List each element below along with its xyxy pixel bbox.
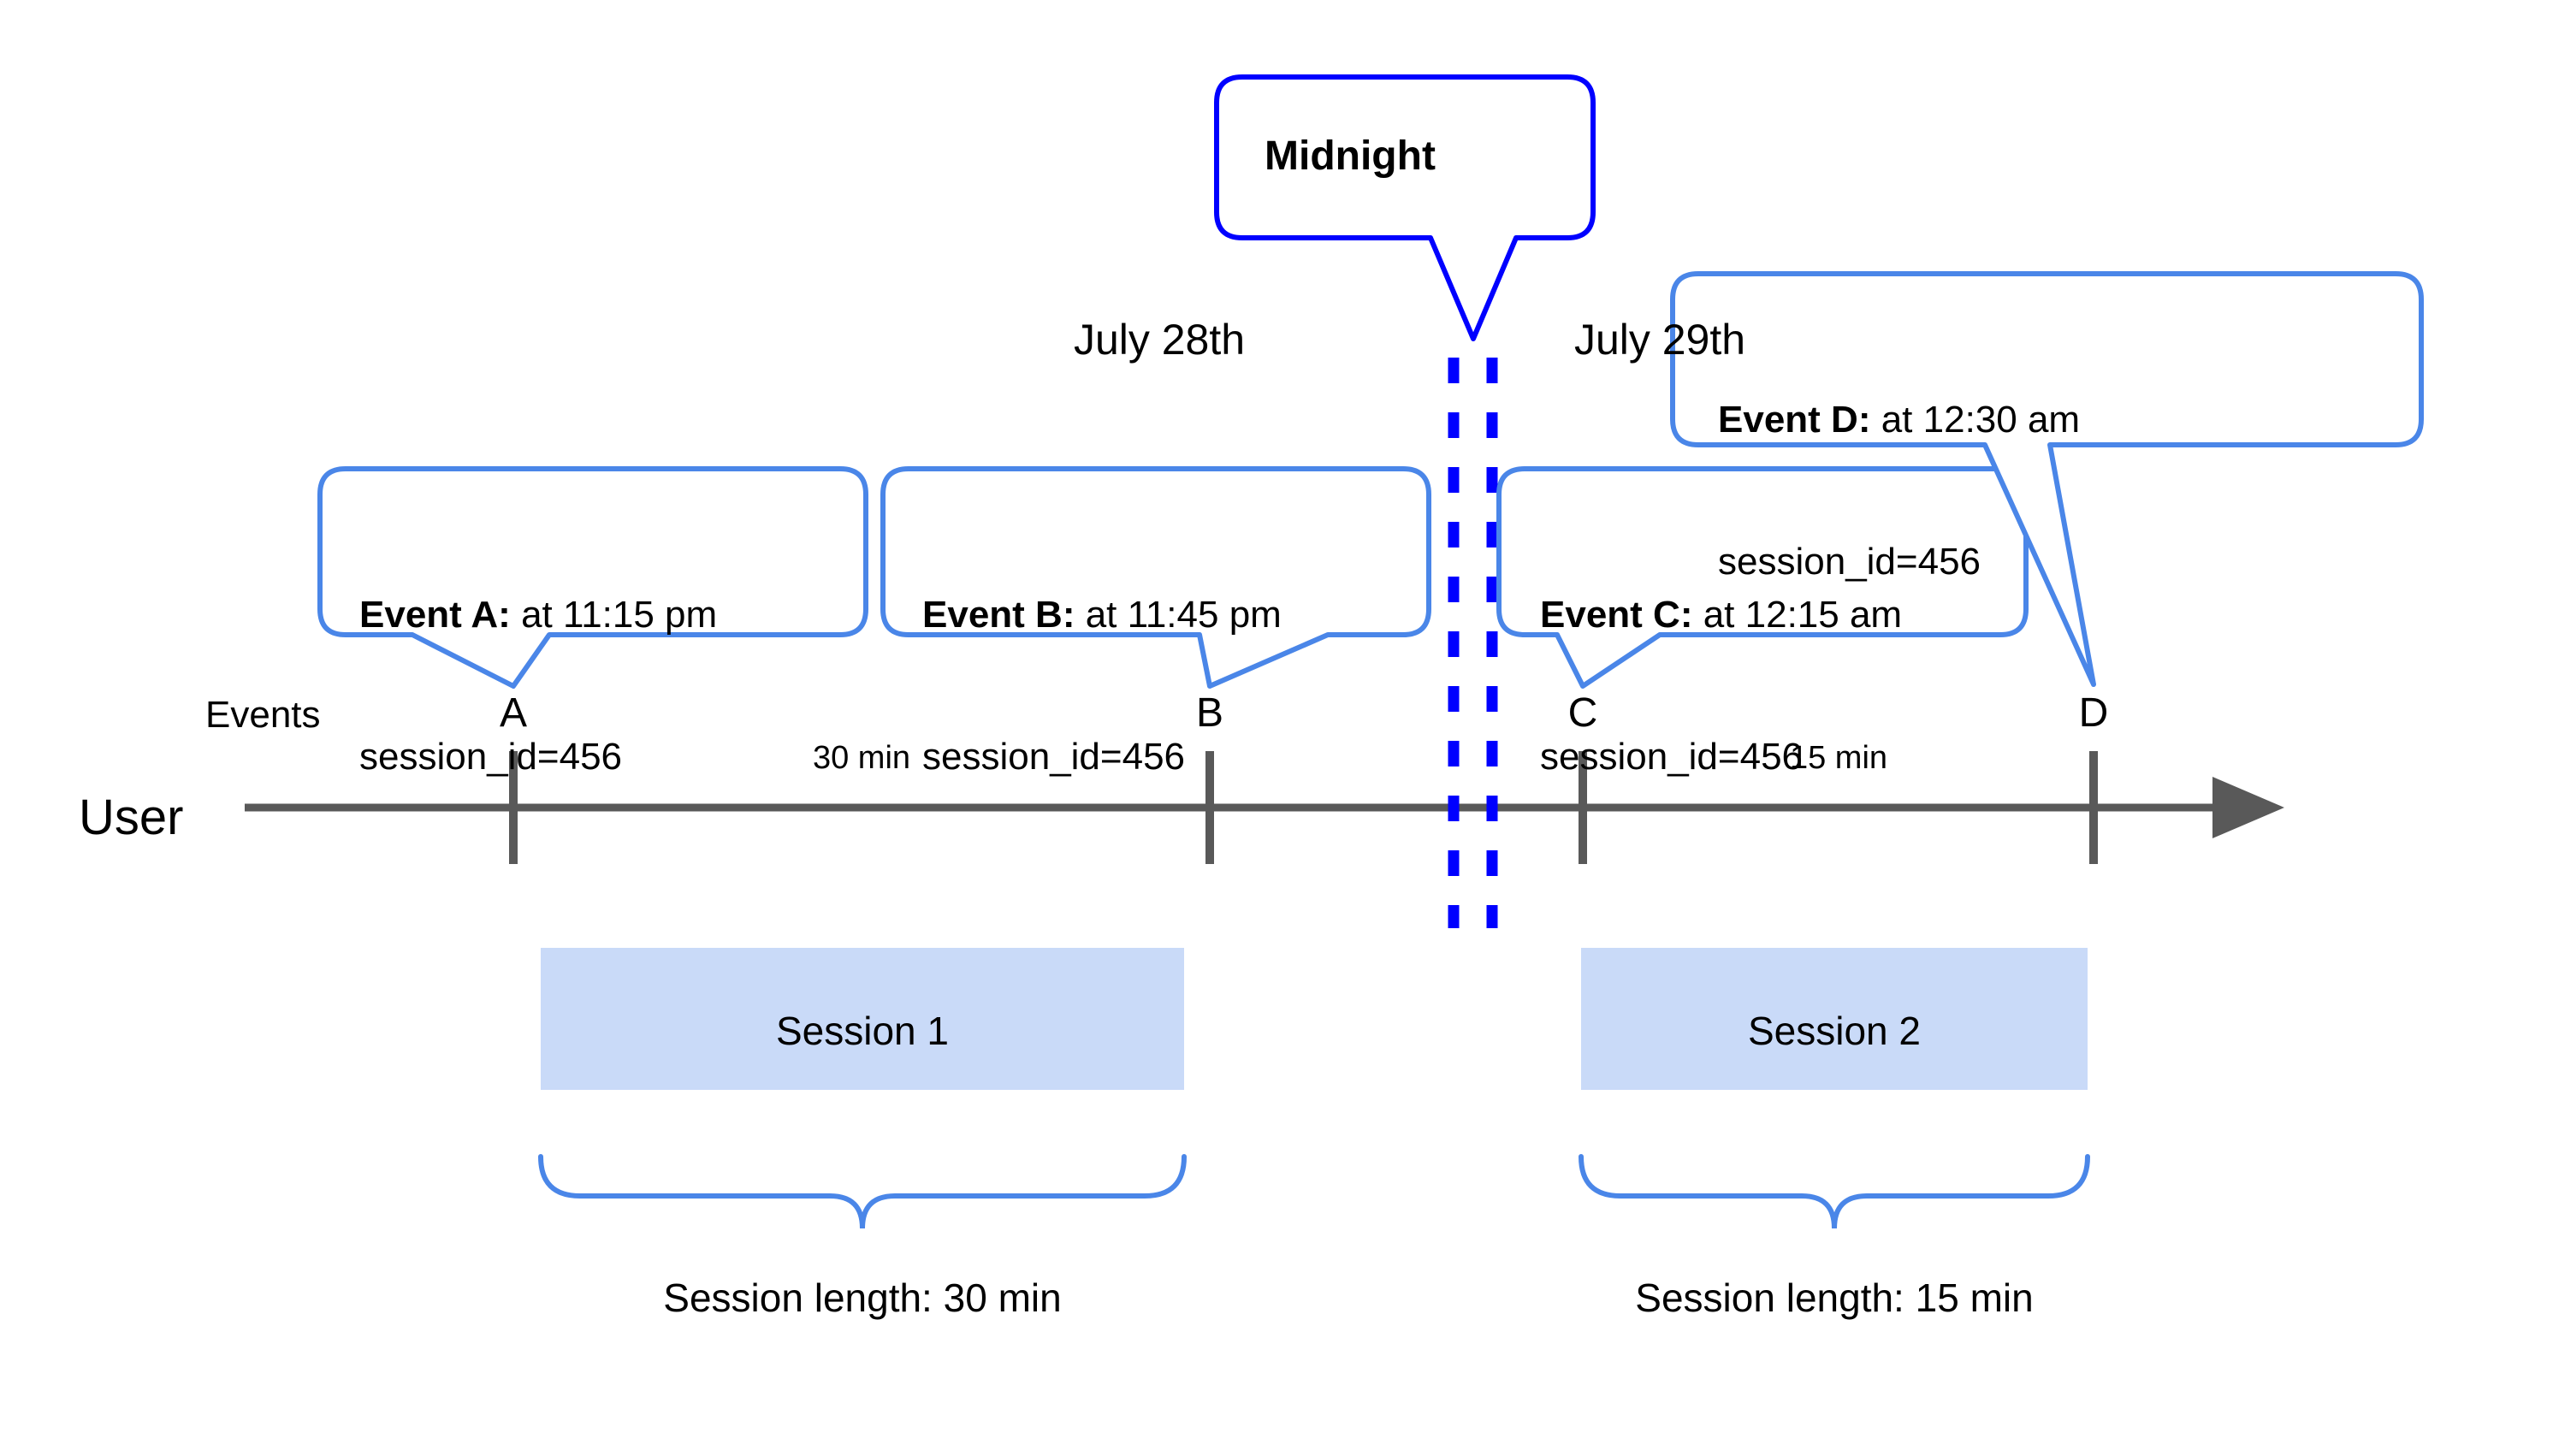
events-row-label: Events xyxy=(205,694,321,736)
midnight-callout-bubble xyxy=(1214,74,1596,341)
event-callout-title-a: Event A: xyxy=(359,593,511,636)
session-brace-1 xyxy=(538,1154,1187,1229)
event-callout-bubble-a xyxy=(317,466,868,689)
event-callout-detail-d: session_id=456 xyxy=(1718,541,1981,583)
event-callout-text-d: Event D: at 12:30 am session_id=456 xyxy=(1718,301,2080,681)
event-callout-detail-c: session_id=456 xyxy=(1540,736,1804,778)
event-callout-time-b: at 11:45 pm xyxy=(1075,593,1282,636)
marker-label-d: D xyxy=(2078,690,2109,736)
event-callout-time-d: at 12:30 am xyxy=(1870,398,2081,441)
session-box-label-1: Session 1 xyxy=(775,1009,949,1053)
event-callout-bubble-b xyxy=(880,466,1431,689)
event-callout-text-c: Event C: at 12:15 am session_id=456 xyxy=(1540,496,1902,876)
marker-label-c: C xyxy=(1567,690,1598,736)
session-length-label-1: Session length: 30 min xyxy=(663,1275,1062,1320)
marker-label-a: A xyxy=(499,690,527,736)
session-length-label-2: Session length: 15 min xyxy=(1635,1275,2034,1320)
day-label-july-29: July 29th xyxy=(1573,316,1746,364)
session-box-1 xyxy=(541,948,1184,1090)
session-brace-2 xyxy=(1579,1154,2090,1229)
gap-label-15-min: 15 min xyxy=(1789,740,1888,776)
gap-label-30-min: 30 min xyxy=(812,740,911,776)
session-box-label-2: Session 2 xyxy=(1747,1009,1921,1053)
event-callout-text-b: Event B: at 11:45 pm session_id=456 xyxy=(922,496,1282,876)
day-label-july-28: July 28th xyxy=(1073,316,1246,364)
event-callout-time-a: at 11:15 pm xyxy=(510,593,718,636)
event-callout-title-d: Event D: xyxy=(1718,398,1871,441)
session-box-2 xyxy=(1581,948,2088,1090)
event-callout-detail-a: session_id=456 xyxy=(359,736,623,778)
midnight-callout-label: Midnight xyxy=(1265,133,1436,179)
event-callout-text-a: Event A: at 11:15 pm session_id=456 xyxy=(359,496,717,876)
event-callout-time-c: at 12:15 am xyxy=(1692,593,1903,636)
timeline-arrow-head xyxy=(2212,777,2284,838)
event-callout-detail-b: session_id=456 xyxy=(922,736,1186,778)
user-row-label: User xyxy=(79,790,184,845)
event-callout-title-c: Event C: xyxy=(1540,593,1693,636)
event-callout-bubble-d xyxy=(1670,271,2424,687)
marker-label-b: B xyxy=(1195,690,1223,736)
event-callout-title-b: Event B: xyxy=(922,593,1075,636)
